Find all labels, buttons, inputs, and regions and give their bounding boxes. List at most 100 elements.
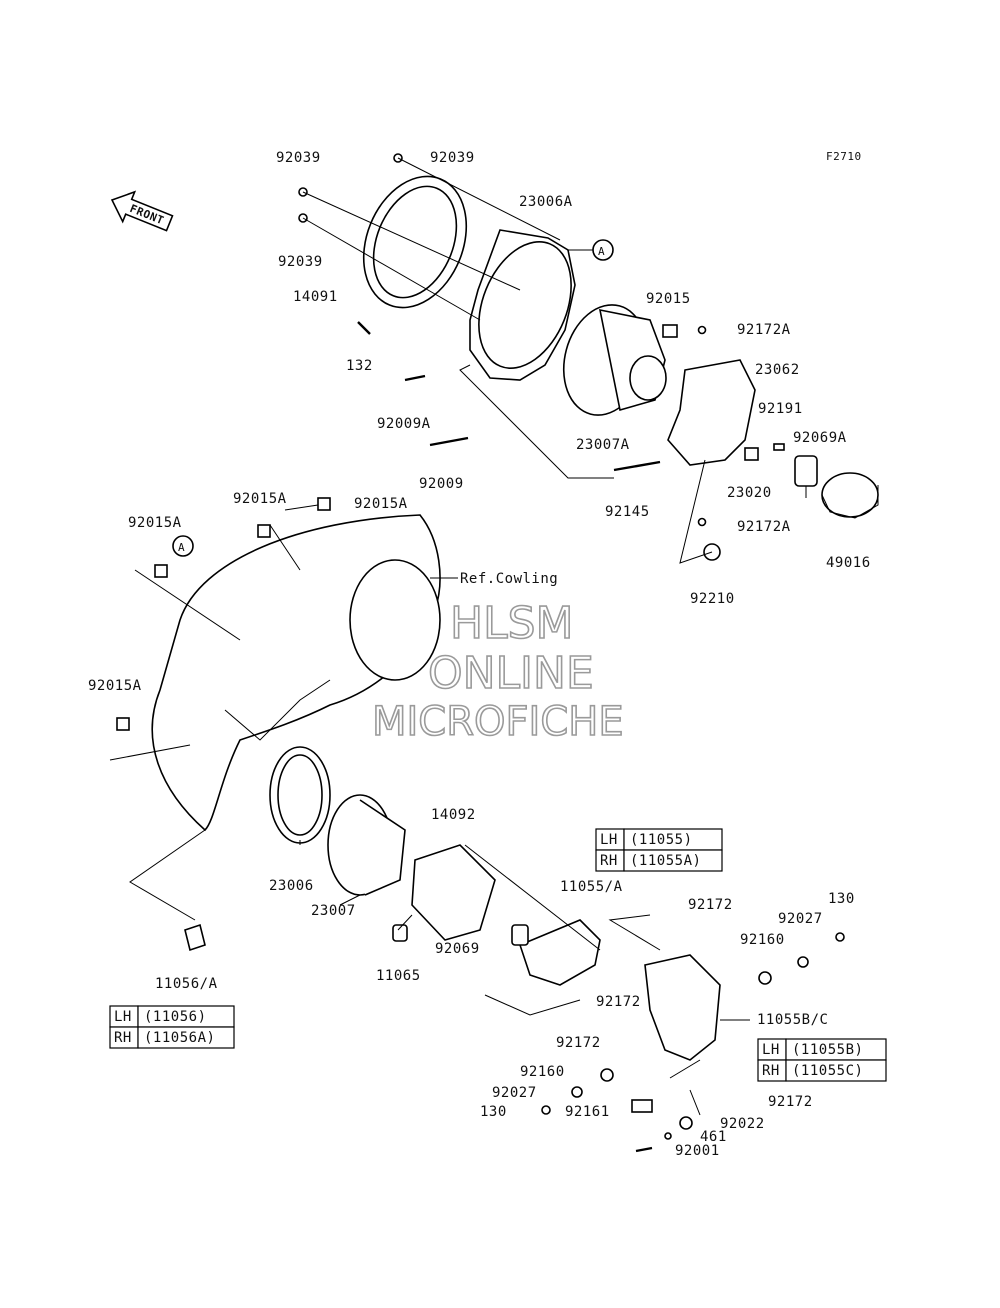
- table-cell: RH: [600, 853, 618, 869]
- part-label: 23007: [311, 903, 356, 919]
- part-label: 49016: [826, 555, 871, 571]
- lamp-unit-23007A: [562, 304, 667, 416]
- ref-cowling-label: Ref.Cowling: [460, 571, 558, 587]
- damper-92160-b: [600, 1068, 614, 1082]
- table-cell: (11056): [144, 1009, 207, 1025]
- part-label: 130: [828, 891, 855, 907]
- nut-92015A-3: [317, 497, 331, 511]
- part-label: 92145: [605, 504, 650, 520]
- part-label: 11055B/C: [757, 1012, 828, 1028]
- cowling-shell: A Ref.Cowling: [109, 497, 558, 952]
- part-label: 23062: [755, 362, 800, 378]
- part-label: 130: [480, 1104, 507, 1120]
- part-label: 92210: [690, 591, 735, 607]
- part-label: 92172A: [737, 519, 791, 535]
- part-label: 92009: [419, 476, 464, 492]
- part-label: 11065: [376, 968, 421, 984]
- part-label: 92069A: [793, 430, 847, 446]
- part-label: 92027: [778, 911, 823, 927]
- marker-a-lower-label: A: [178, 541, 185, 554]
- rubber-23020: [744, 447, 759, 461]
- table-cell: (11055C): [792, 1063, 863, 1079]
- table-cell: (11055): [630, 832, 693, 848]
- rim-ring-14091: [362, 175, 468, 309]
- cap-11065: [392, 924, 408, 942]
- part-label: 23007A: [576, 437, 630, 453]
- part-label: 92172: [688, 897, 733, 913]
- nut-92015A-1: [154, 564, 168, 578]
- table-cell: RH: [114, 1030, 132, 1046]
- socket-cover-23062: [667, 359, 756, 466]
- part-label: 23006: [269, 878, 314, 894]
- table-cell: LH: [114, 1009, 132, 1025]
- part-label: 92039: [276, 150, 321, 166]
- part-label: 14092: [431, 807, 476, 823]
- bulb-92069A: [794, 455, 818, 498]
- damper-92160-a: [758, 971, 772, 985]
- part-label: 23006A: [519, 194, 573, 210]
- part-label: 92015A: [233, 491, 287, 507]
- screw-92001: [635, 1146, 653, 1153]
- part-label: 92172: [596, 994, 641, 1010]
- upper-assembly: A: [298, 153, 879, 564]
- part-label: 23020: [727, 485, 772, 501]
- figure-code: F2710: [826, 150, 862, 163]
- table-11056: LH (11056) RH (11056A): [109, 1005, 235, 1049]
- part-label: 92039: [278, 254, 323, 270]
- part-label: 92001: [675, 1143, 720, 1159]
- front-arrow-icon: FRONT: [110, 190, 174, 232]
- table-cell: (11055B): [792, 1042, 863, 1058]
- bolt-130-b: [541, 1105, 551, 1115]
- table-11055B: LH (11055B) RH (11055C): [757, 1038, 887, 1082]
- part-label: 92015A: [128, 515, 182, 531]
- watermark: HLSM ONLINE MICROFICHE: [371, 597, 624, 746]
- marker-a-upper: [592, 239, 614, 261]
- part-label: 92191: [758, 401, 803, 417]
- housing-bracket-23006A: [469, 229, 576, 381]
- marker-a-upper-label: A: [598, 245, 605, 258]
- table-11055: LH (11055) RH (11055A): [595, 828, 723, 872]
- part-label: 132: [346, 358, 373, 374]
- part-label: 14091: [293, 289, 338, 305]
- bracket-11056: [184, 923, 206, 952]
- part-label: 11056/A: [155, 976, 218, 992]
- part-label: 92172: [556, 1035, 601, 1051]
- screw-92009: [429, 436, 469, 447]
- part-label: 92027: [492, 1085, 537, 1101]
- part-label: 11055/A: [560, 879, 623, 895]
- tube-92161: [631, 1099, 653, 1113]
- part-label: 461: [700, 1129, 727, 1145]
- nut-461: [664, 1132, 672, 1140]
- screw-92009A: [404, 374, 426, 382]
- bulb-92069: [511, 924, 529, 946]
- marker-a-lower: [172, 535, 194, 557]
- table-cell: RH: [762, 1063, 780, 1079]
- part-label: 92039: [430, 150, 475, 166]
- part-label: 92172A: [737, 322, 791, 338]
- part-label: 92160: [740, 932, 785, 948]
- screw-132: [357, 321, 371, 335]
- screw-92172A-a: [697, 325, 707, 335]
- case-14092: [411, 844, 496, 941]
- table-cell: (11056A): [144, 1030, 215, 1046]
- watermark-line1: HLSM: [450, 598, 574, 649]
- dust-cap-49016: [821, 472, 879, 519]
- clip-92191: [773, 443, 785, 451]
- nut-92015A-2: [257, 524, 271, 538]
- part-label: 92069: [435, 941, 480, 957]
- lower-assembly: [269, 746, 845, 1153]
- collar-92027-b: [571, 1086, 583, 1098]
- part-label: 92161: [565, 1104, 610, 1120]
- bracket-11055BC: [644, 954, 721, 1061]
- spring-92145: [613, 460, 661, 472]
- watermark-line2: ONLINE: [428, 648, 594, 699]
- table-cell: LH: [600, 832, 618, 848]
- table-cell: LH: [762, 1042, 780, 1058]
- part-label: 92172: [768, 1094, 813, 1110]
- part-label: 92009A: [377, 416, 431, 432]
- part-label: 92015A: [354, 496, 408, 512]
- bracket-11055: [519, 919, 601, 986]
- part-label: 92015A: [88, 678, 142, 694]
- watermark-line3: MICROFICHE: [372, 699, 624, 745]
